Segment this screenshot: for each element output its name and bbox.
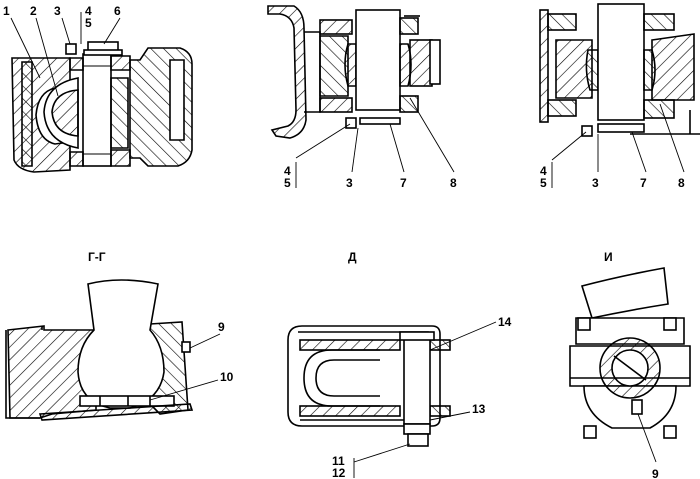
view-d-title: Д bbox=[348, 250, 357, 264]
callout-1: 1 bbox=[3, 4, 10, 18]
view-i-title: И bbox=[604, 250, 613, 264]
callout-13: 13 bbox=[472, 402, 486, 416]
view-3-leaders bbox=[551, 103, 685, 188]
view-i-leaders bbox=[637, 413, 657, 463]
view-g-title: Г-Г bbox=[88, 250, 106, 264]
callout-3: 3 bbox=[346, 176, 353, 190]
view-g-body bbox=[5, 279, 194, 421]
callout-12: 12 bbox=[332, 466, 346, 479]
view-1-leaders bbox=[10, 12, 121, 97]
view-g-section: Г-Г 9 10 bbox=[5, 250, 234, 421]
view-2-body bbox=[267, 5, 441, 139]
callout-5: 5 bbox=[284, 176, 291, 190]
callout-4: 4 bbox=[85, 4, 92, 18]
callout-6: 6 bbox=[114, 4, 121, 18]
view-2-section: 4 5 3 7 8 bbox=[267, 5, 457, 190]
view-g-leaders bbox=[149, 333, 221, 401]
callout-11: 11 bbox=[332, 454, 345, 468]
callout-5: 5 bbox=[540, 176, 547, 190]
view-1-body bbox=[11, 41, 193, 173]
callout-7: 7 bbox=[400, 176, 407, 190]
view-3-section: 4 5 3 7 8 bbox=[539, 3, 700, 190]
callout-8: 8 bbox=[678, 176, 685, 190]
view-i-body bbox=[569, 267, 691, 439]
callout-14: 14 bbox=[498, 315, 512, 329]
view-d-body bbox=[287, 325, 451, 447]
callout-5: 5 bbox=[85, 16, 92, 30]
view-3-body bbox=[539, 3, 700, 137]
view-i-section: И 9 bbox=[569, 250, 691, 479]
view-1-section: 1 2 3 4 5 6 bbox=[3, 4, 193, 173]
callout-3: 3 bbox=[54, 4, 61, 18]
callout-2: 2 bbox=[30, 4, 37, 18]
view-d-leaders bbox=[353, 321, 497, 478]
callout-8: 8 bbox=[450, 176, 457, 190]
callout-7: 7 bbox=[640, 176, 647, 190]
callout-4: 4 bbox=[540, 164, 547, 178]
view-2-leaders bbox=[295, 97, 455, 188]
callout-9: 9 bbox=[652, 467, 659, 479]
view-d-section: Д 14 13 11 12 bbox=[287, 250, 512, 479]
callout-4: 4 bbox=[284, 164, 291, 178]
callout-3: 3 bbox=[592, 176, 599, 190]
callout-9: 9 bbox=[218, 320, 225, 334]
callout-10: 10 bbox=[220, 370, 234, 384]
